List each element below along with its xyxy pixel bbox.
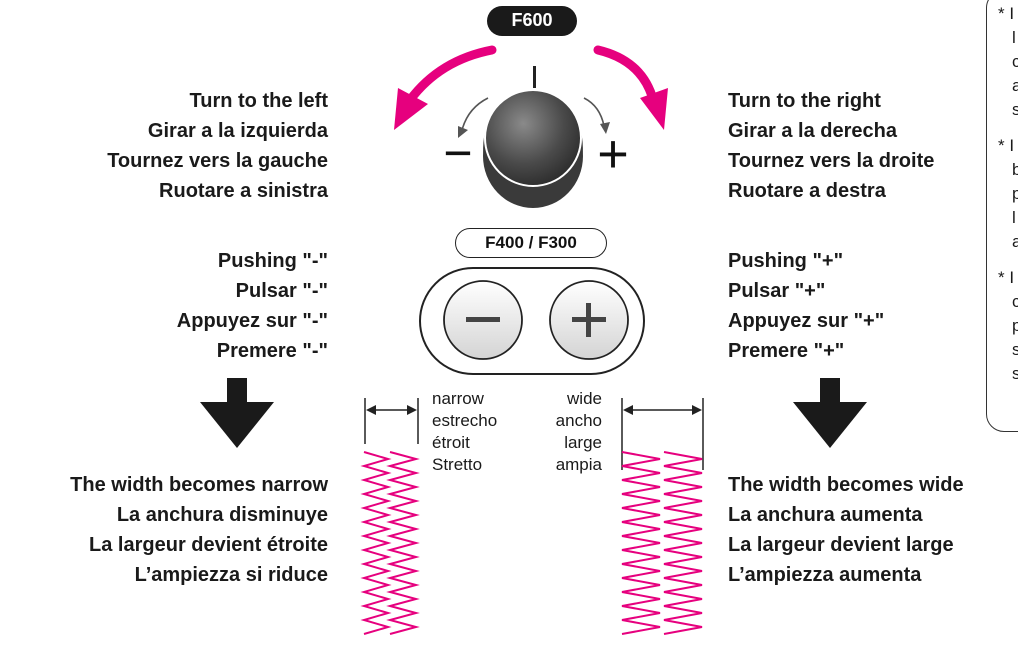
text-line: Girar a la derecha <box>728 120 897 142</box>
text-line: Appuyez sur "+" <box>728 310 885 332</box>
narrow-labels: narrow estrecho étroit Stretto <box>432 388 497 476</box>
text-line: Appuyez sur "-" <box>176 310 328 332</box>
dial-minus-sign: − <box>443 125 472 181</box>
text-line: La anchura disminuye <box>116 504 328 526</box>
wide-zigzag-stitch <box>621 451 661 635</box>
note-fragment: p <box>1012 184 1018 203</box>
text-line: The width becomes narrow <box>70 474 328 496</box>
text-line: Turn to the left <box>189 90 329 112</box>
text-line: Ruotare a destra <box>728 180 886 202</box>
left-result-text: The width becomes narrow La anchura dism… <box>70 470 328 590</box>
note-fragment: s <box>1012 364 1018 383</box>
label-line: Stretto <box>432 455 483 474</box>
label-line: large <box>564 433 602 452</box>
zigzag-line <box>360 451 392 635</box>
small-right-arrow <box>583 97 610 134</box>
note-fragment: p <box>1012 316 1018 335</box>
narrow-zigzag-stitch <box>386 451 420 635</box>
text-line: Tournez vers la gauche <box>107 150 328 172</box>
note-fragment: * I <box>998 136 1015 155</box>
text-line: Pulsar "+" <box>728 280 826 302</box>
right-push-instructions: Pushing "+" Pulsar "+" Appuyez sur "+" P… <box>728 246 884 366</box>
left-turn-instructions: Turn to the left Girar a la izquierda To… <box>107 86 328 206</box>
small-left-arrow <box>458 97 489 138</box>
note-fragment: s <box>1012 340 1018 359</box>
right-result-text: The width becomes wide La anchura aument… <box>728 470 964 590</box>
note-fragment: a <box>1012 232 1018 251</box>
text-line: Pushing "+" <box>728 250 844 272</box>
turn-right-arrow <box>593 45 668 130</box>
text-line: Pushing "-" <box>217 250 328 272</box>
wide-labels: wide ancho large ampia <box>556 388 602 476</box>
zigzag-line <box>386 451 420 635</box>
text-line: Tournez vers la droite <box>728 150 935 172</box>
note-fragment: a <box>1012 76 1018 95</box>
label-line: estrecho <box>432 411 498 430</box>
width-dial-knob <box>483 66 583 208</box>
note-fragment: * I <box>998 4 1015 23</box>
dial-model-label: F600 <box>487 6 577 36</box>
note-fragment: l <box>1012 28 1016 47</box>
text-line: Turn to the right <box>728 90 881 112</box>
text-line: Premere "-" <box>216 340 328 362</box>
down-arrow-icon <box>793 378 867 448</box>
narrow-zigzag-stitch <box>360 451 392 635</box>
label-line: wide <box>567 389 602 408</box>
text-line: Premere "+" <box>728 340 845 362</box>
note-fragment: l <box>1012 208 1016 227</box>
note-fragment: * I <box>998 268 1015 287</box>
turn-left-arrow <box>394 45 497 130</box>
zigzag-line <box>621 451 661 635</box>
note-fragment: s <box>1012 100 1018 119</box>
text-line: Ruotare a sinistra <box>159 180 328 202</box>
right-turn-instructions: Turn to the right Girar a la derecha Tou… <box>728 86 934 206</box>
note-fragment: c <box>1012 52 1018 71</box>
label-line: narrow <box>432 389 484 408</box>
width-button-pair <box>419 267 645 375</box>
text-line: La largeur devient étroite <box>89 534 328 556</box>
side-note-box <box>986 0 1018 432</box>
narrow-width-marker <box>364 398 419 444</box>
label-line: ampia <box>555 455 602 474</box>
left-push-instructions: Pushing "-" Pulsar "-" Appuyez sur "-" P… <box>177 246 328 366</box>
label-line: étroit <box>432 433 470 452</box>
text-line: La largeur devient large <box>728 534 954 556</box>
text-line: L’ampiezza aumenta <box>728 564 922 586</box>
text-line: L’ampiezza si riduce <box>134 564 328 586</box>
down-arrow-icon <box>200 378 274 448</box>
button-model-label: F400 / F300 <box>455 228 607 258</box>
wide-zigzag-stitch <box>663 451 703 635</box>
dial-plus-sign: + <box>597 124 629 184</box>
zigzag-line <box>663 451 703 635</box>
text-line: Pulsar "-" <box>235 280 328 302</box>
text-line: La anchura aumenta <box>728 504 923 526</box>
text-line: The width becomes wide <box>728 474 964 496</box>
note-fragment: b <box>1012 160 1018 179</box>
wide-width-marker <box>621 398 704 470</box>
note-fragment: c <box>1012 292 1018 311</box>
text-line: Girar a la izquierda <box>147 120 328 142</box>
label-line: ancho <box>555 411 602 430</box>
